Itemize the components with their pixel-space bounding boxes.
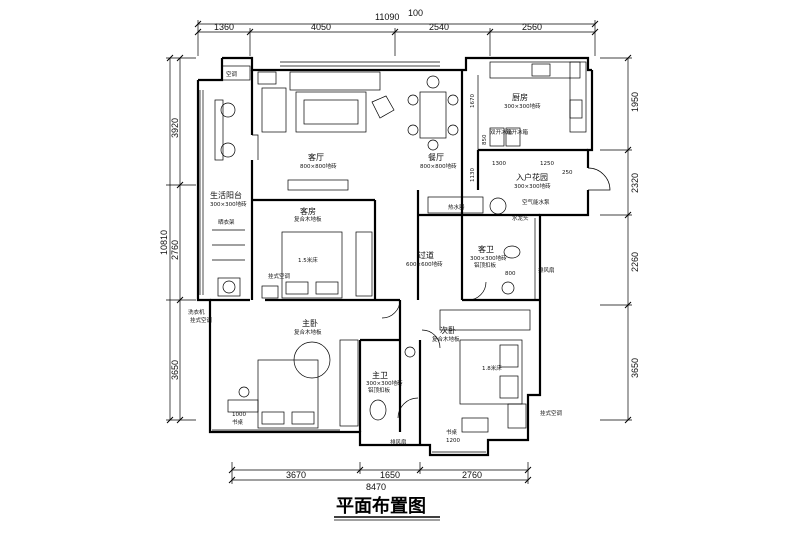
master-bedroom-furniture [227, 339, 359, 429]
living-room-furniture [214, 65, 395, 191]
top-dimension-chain: 11090 100 1360 4050 2540 2560 [194, 8, 599, 56]
room-master-bath-note2: 铝顶扣板 [368, 386, 391, 394]
drawing-title: 平面布置图 [336, 495, 426, 517]
label-wall-ac-3: 挂式空调 [540, 409, 563, 417]
second-bedroom-furniture [439, 309, 531, 433]
room-guest-bath-note: 300×300地砖 [470, 254, 507, 262]
label-washer: 洗衣机 [188, 308, 205, 316]
label-wall-ac-1: 挂式空调 [268, 272, 291, 280]
label-ac-top: 空调 [226, 70, 238, 78]
dim-kitchen-1300: 1300 [492, 161, 506, 167]
room-entry-garden-note: 300×300地砖 [514, 182, 551, 190]
dim-bed-1000: 1000 [232, 412, 246, 418]
balcony-fixtures [212, 229, 245, 297]
room-guest-bath-name: 客卫 [478, 244, 494, 254]
label-drying-rack: 晒衣架 [218, 218, 235, 226]
dim-bottom-total: 8470 [366, 482, 386, 492]
guest-bath-fixtures [427, 196, 536, 300]
label-bed-15: 1.5米床 [298, 256, 318, 264]
dim-left-seg-2: 2760 [170, 240, 180, 260]
room-second-name: 次卧 [440, 325, 456, 335]
guest-room-bed [261, 231, 373, 299]
dim-bottom-seg-1: 3670 [286, 470, 306, 480]
dim-top-seg-4: 2560 [522, 22, 542, 32]
dim-bottom-seg-2: 1650 [380, 470, 400, 480]
dim-right-seg-3: 2260 [630, 252, 640, 272]
dim-top-seg-2: 4050 [311, 22, 331, 32]
label-faucet: 水龙头 [512, 214, 529, 222]
dim-top-seg-3: 2540 [429, 22, 449, 32]
master-bath-fixtures [369, 346, 416, 421]
windows [199, 61, 486, 453]
room-guest-name: 客房 [300, 206, 316, 216]
room-dining-note: 800×800地砖 [420, 162, 457, 170]
kitchen-fixtures [477, 61, 587, 150]
room-guest-note: 复合木地板 [294, 215, 322, 223]
room-living-name: 客厅 [308, 152, 324, 162]
label-fridge-1: 双开冰箱 [490, 128, 513, 136]
dim-right-seg-1: 1950 [630, 92, 640, 112]
interior-dimensions: 1670 1300 1250 250 1130 850 800 1000 120… [232, 94, 573, 444]
label-air-heater: 空气能水泵 [522, 198, 550, 206]
right-dimension-chain: 1950 2320 2260 3650 [600, 54, 640, 424]
room-master-note: 复合木地板 [294, 328, 322, 336]
room-corridor-note: 600×600地砖 [406, 260, 443, 268]
dim-left-seg-3: 3650 [170, 360, 180, 380]
room-kitchen-name: 厨房 [512, 92, 528, 102]
dim-bath-800: 800 [505, 271, 516, 277]
label-exhaust-2: 排风扇 [390, 438, 407, 446]
dim-right-seg-2: 2320 [630, 173, 640, 193]
dim-kitchen-250: 250 [562, 170, 573, 176]
room-master-bath-name: 主卫 [372, 370, 388, 380]
room-dining-name: 餐厅 [428, 153, 444, 162]
room-balcony-note: 300×300地砖 [210, 200, 247, 208]
room-guest-bath-note2: 铝顶扣板 [474, 261, 497, 269]
dim-left-total: 10810 [159, 230, 169, 255]
dim-top-gap: 100 [408, 8, 423, 18]
room-second-note: 复合木地板 [432, 335, 460, 343]
room-living-note: 800×800地砖 [300, 162, 337, 170]
left-dimension-chain: 10810 3920 2760 3650 [159, 54, 196, 424]
label-wall-ac-2: 挂式空调 [190, 316, 213, 324]
room-balcony-name: 生活阳台 [210, 190, 242, 200]
dim-bottom-seg-3: 2760 [462, 470, 482, 480]
room-labels: 客厅 800×800地砖 餐厅 800×800地砖 厨房 300×300地砖 入… [210, 92, 551, 394]
dim-right-seg-4: 3650 [630, 358, 640, 378]
dim-top-seg-1: 1360 [214, 22, 234, 32]
dining-table [407, 75, 459, 151]
room-entry-garden-name: 入户花园 [516, 172, 548, 182]
doors [252, 134, 611, 419]
label-fridge-2: 双开冰箱 [506, 128, 529, 136]
dim-bed-1200: 1200 [446, 438, 460, 444]
label-desk-2: 书桌 [446, 428, 458, 436]
exterior-walls [196, 56, 594, 457]
label-bed-18: 1.8米床 [482, 364, 502, 372]
room-master-name: 主卧 [302, 318, 318, 328]
label-exhaust-1: 排风扇 [538, 266, 555, 274]
room-corridor-name: 过道 [418, 250, 434, 260]
dim-top-total: 11090 [375, 12, 399, 22]
dim-kitchen-1250: 1250 [540, 161, 554, 167]
label-heater-mark: 热水器 [448, 203, 465, 211]
dim-kitchen-1130: 1130 [470, 168, 476, 182]
fixture-labels: 空调 晒衣架 1.5米床 1.8米床 挂式空调 挂式空调 挂式空调 洗衣机 排风… [188, 70, 563, 446]
dim-kitchen-850: 850 [482, 134, 488, 145]
bottom-dimension-chain: 3670 1650 2760 8470 [228, 462, 532, 492]
dim-left-seg-1: 3920 [170, 118, 180, 138]
dim-kitchen-1670: 1670 [470, 94, 476, 108]
label-desk-1: 书桌 [232, 418, 244, 426]
room-master-bath-note: 300×300地砖 [366, 379, 403, 387]
room-kitchen-note: 300×300地砖 [504, 102, 541, 110]
